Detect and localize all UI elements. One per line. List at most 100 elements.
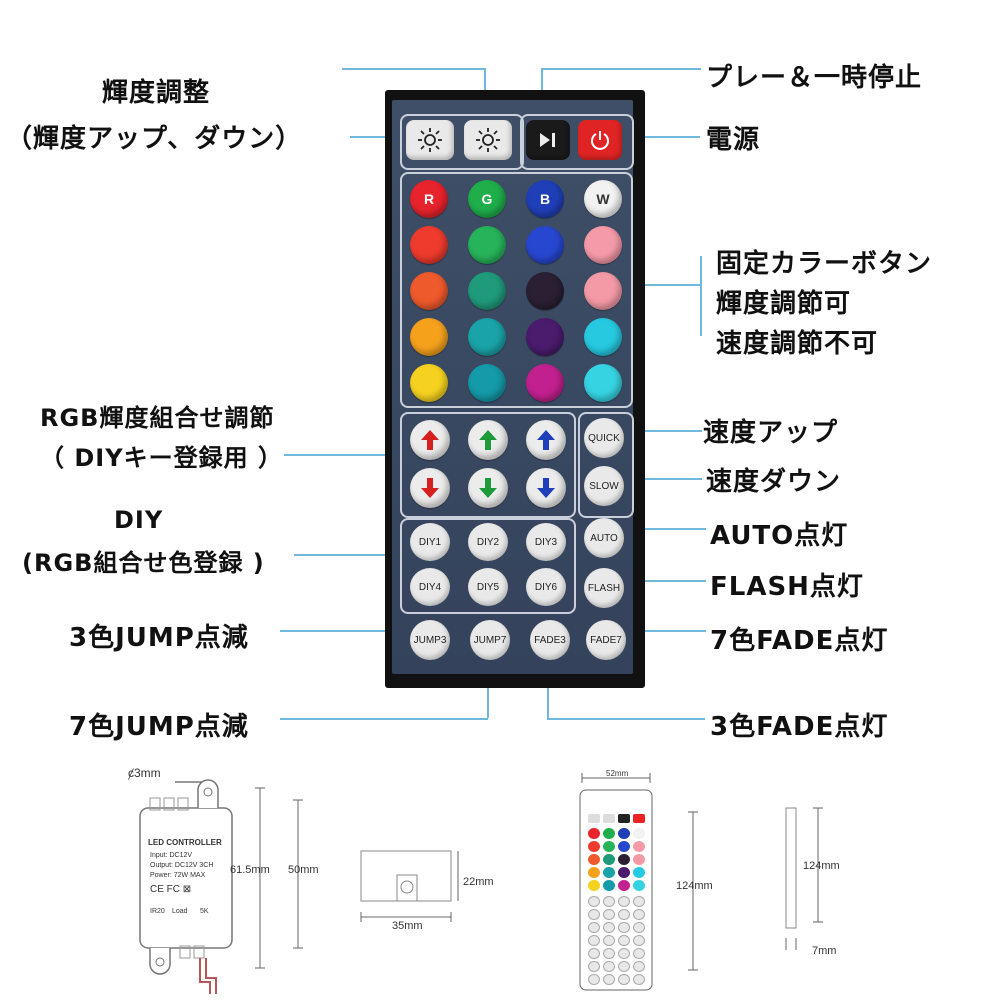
depth-7-label: 7mm: [812, 945, 837, 957]
brightness-up-button[interactable]: [464, 120, 512, 160]
flash-button[interactable]: FLASH: [584, 568, 624, 608]
color-button[interactable]: [410, 364, 448, 402]
label-auto-on: AUTO点灯: [710, 521, 849, 551]
diy-label: DIY5: [476, 581, 500, 593]
mini-remote-button: [633, 974, 645, 985]
color-button-g[interactable]: G: [468, 180, 506, 218]
label-power: 電源: [706, 125, 761, 155]
mini-remote-button: [603, 828, 615, 839]
color-button[interactable]: [410, 318, 448, 356]
fade7-button[interactable]: FADE7: [586, 620, 626, 660]
mini-remote-button: [633, 828, 645, 839]
mini-remote-button: [603, 867, 615, 878]
decrease-button[interactable]: [410, 468, 450, 508]
auto-label: AUTO: [590, 532, 618, 544]
mode-label: JUMP7: [473, 634, 507, 646]
mini-remote-button: [633, 867, 645, 878]
color-button-letter: W: [596, 191, 610, 207]
color-button[interactable]: [526, 226, 564, 264]
quick-button[interactable]: QUICK: [584, 418, 624, 458]
brightness-down-button[interactable]: [406, 120, 454, 160]
diy-button-5[interactable]: DIY5: [468, 568, 508, 606]
mini-remote-button: [603, 935, 615, 946]
mini-remote-button: [633, 961, 645, 972]
mini-remote-button: [618, 961, 630, 972]
arrow-up-icon: [479, 430, 497, 450]
color-button[interactable]: [584, 272, 622, 310]
increase-button[interactable]: [526, 420, 566, 460]
diy-button-6[interactable]: DIY6: [526, 568, 566, 606]
color-button[interactable]: [526, 318, 564, 356]
mini-remote-button: [633, 854, 645, 865]
color-button[interactable]: [468, 364, 506, 402]
color-button-letter: R: [423, 191, 435, 207]
auto-button[interactable]: AUTO: [584, 518, 624, 558]
sun-icon: [418, 128, 442, 152]
label-play-pause: プレー＆一時停止: [706, 63, 923, 93]
color-button[interactable]: [526, 272, 564, 310]
height-22-label: 22mm: [463, 876, 494, 888]
diy-button-3[interactable]: DIY3: [526, 523, 566, 561]
label-jump7: 7色JUMP点減: [69, 712, 249, 742]
mini-remote-button: [618, 854, 630, 865]
mini-remote-button: [603, 814, 615, 823]
mini-remote-button: [603, 948, 615, 959]
hole-size-label: ȼ3mm: [128, 766, 161, 780]
color-button[interactable]: [468, 318, 506, 356]
increase-button[interactable]: [468, 420, 508, 460]
diy-button-4[interactable]: DIY4: [410, 568, 450, 606]
decrease-button[interactable]: [468, 468, 508, 508]
mini-remote-button: [588, 935, 600, 946]
height-124a-label: 124mm: [676, 880, 713, 892]
controller-power: Power: 72W MAX: [150, 872, 206, 879]
jump7-button[interactable]: JUMP7: [470, 620, 510, 660]
color-button[interactable]: [584, 226, 622, 264]
mini-remote-button: [588, 961, 600, 972]
mini-remote-button: [618, 880, 630, 891]
color-button[interactable]: [526, 364, 564, 402]
color-button[interactable]: [410, 226, 448, 264]
increase-button[interactable]: [410, 420, 450, 460]
color-button[interactable]: [468, 272, 506, 310]
color-button-b[interactable]: B: [526, 180, 564, 218]
mode-label: FADE3: [534, 634, 566, 646]
label-fixed-color-2: 輝度調節可: [716, 289, 852, 319]
mini-remote-button: [588, 896, 600, 907]
remote-side-outline: [785, 807, 823, 950]
diy-label: DIY3: [534, 536, 558, 548]
color-button-r[interactable]: R: [410, 180, 448, 218]
decrease-button[interactable]: [526, 468, 566, 508]
mini-remote-button: [618, 922, 630, 933]
play-pause-button[interactable]: [526, 120, 570, 160]
color-button[interactable]: [410, 272, 448, 310]
label-brightness-sub: （輝度アップ、ダウン）: [6, 124, 303, 154]
color-button[interactable]: [584, 364, 622, 402]
label-rgb-adjust-2: （ DIYキー登録用 ）: [40, 444, 283, 472]
diy-label: DIY1: [418, 536, 442, 548]
label-fixed-color-1: 固定カラーボタン: [716, 249, 933, 279]
mini-remote-button: [618, 841, 630, 852]
diy-button-2[interactable]: DIY2: [468, 523, 508, 561]
mini-remote-button: [618, 948, 630, 959]
color-button-letter: B: [539, 191, 551, 207]
label-fade3: 3色FADE点灯: [710, 712, 889, 742]
width-52-label: 52mm: [606, 769, 629, 778]
label-diy-1: DIY: [114, 506, 164, 534]
height-124b-label: 124mm: [803, 860, 840, 872]
diy-label: DIY6: [534, 581, 558, 593]
mini-remote-button: [603, 854, 615, 865]
height-615-label: 61.5mm: [230, 864, 270, 876]
sun-icon: [476, 128, 500, 152]
fade3-button[interactable]: FADE3: [530, 620, 570, 660]
mini-remote-button: [603, 896, 615, 907]
jump3-button[interactable]: JUMP3: [410, 620, 450, 660]
label-flash-on: FLASH点灯: [710, 572, 864, 602]
power-button[interactable]: [578, 120, 622, 160]
color-button-w[interactable]: W: [584, 180, 622, 218]
color-button[interactable]: [468, 226, 506, 264]
slow-button[interactable]: SLOW: [584, 466, 624, 506]
diy-button-1[interactable]: DIY1: [410, 523, 450, 561]
color-button[interactable]: [584, 318, 622, 356]
